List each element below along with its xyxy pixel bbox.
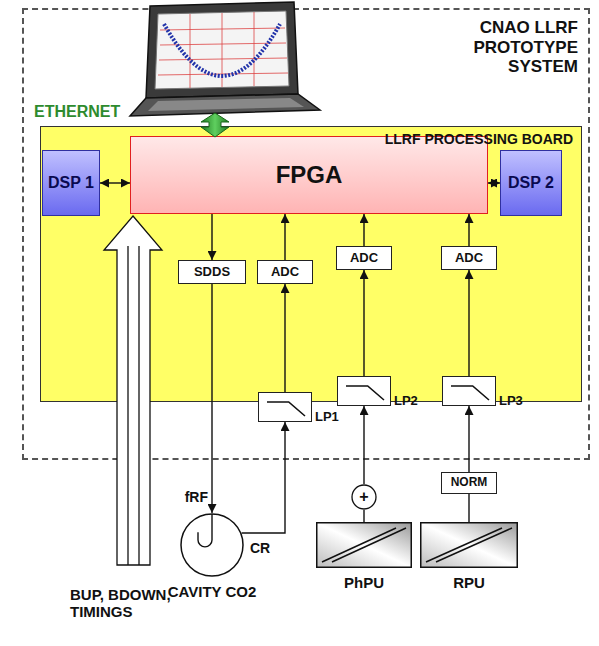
interface-label: ETHERNET bbox=[34, 103, 126, 121]
system-boundary: CNAO LLRF PROTOTYPE SYSTEM LLRF PROCESSIN… bbox=[22, 8, 590, 460]
summing-node: + bbox=[351, 484, 377, 510]
phase-pickup: PhPU bbox=[316, 522, 412, 568]
laptop-illustration bbox=[130, 2, 320, 116]
node-label: RPU bbox=[420, 574, 518, 591]
node-label: + bbox=[359, 488, 368, 506]
node-label: PhPU bbox=[316, 574, 412, 591]
signal-connector bbox=[488, 182, 500, 183]
lowpass-filter-outline bbox=[259, 393, 311, 421]
signal-connector bbox=[211, 214, 212, 260]
lowpass-filter: LP3 bbox=[442, 376, 496, 406]
signal-label: BUP, BDOWN, TIMINGS bbox=[70, 586, 178, 621]
dsp-box: DSP 1 bbox=[42, 150, 100, 216]
signal-connector bbox=[468, 270, 469, 376]
signal-connector bbox=[242, 422, 285, 533]
node-label: CAVITY CO2 bbox=[164, 583, 260, 600]
dsp-box: DSP 2 bbox=[500, 150, 562, 216]
node-label: ADC bbox=[455, 251, 483, 266]
lowpass-filter: LP1 bbox=[258, 392, 312, 422]
signal-connector bbox=[363, 406, 364, 484]
normalizer-box: NORM bbox=[441, 472, 497, 494]
ethernet-arrow bbox=[201, 113, 229, 137]
node-label: FPGA bbox=[276, 161, 343, 189]
node-label: DSP 2 bbox=[508, 174, 554, 192]
signal-connector bbox=[284, 284, 285, 392]
radial-pickup-outline bbox=[420, 522, 518, 568]
node-label: DSP 1 bbox=[48, 174, 94, 192]
radial-pickup: RPU bbox=[420, 522, 518, 568]
cavity-outline bbox=[180, 513, 244, 577]
adc-box: ADC bbox=[336, 246, 392, 270]
signal-connector bbox=[100, 182, 130, 183]
signal-connector bbox=[468, 406, 469, 472]
node-label: ADC bbox=[271, 265, 299, 280]
signal-label: fRF bbox=[168, 489, 208, 505]
processing-board: LLRF PROCESSING BOARD FPGA DSP 1 DSP 2 SDDS A… bbox=[40, 126, 582, 402]
adc-box: ADC bbox=[257, 260, 313, 284]
signal-connector bbox=[363, 214, 364, 246]
signal-connector bbox=[468, 494, 469, 522]
node-label: LP2 bbox=[394, 394, 418, 409]
node-label: NORM bbox=[451, 476, 488, 490]
lowpass-filter-outline bbox=[443, 377, 495, 405]
lowpass-filter-outline bbox=[338, 377, 390, 405]
signal-connector bbox=[211, 284, 212, 513]
cavity: CAVITY CO2 bbox=[180, 513, 244, 577]
signal-connector bbox=[363, 270, 364, 376]
node-label: LP3 bbox=[499, 394, 523, 409]
signal-connector bbox=[284, 214, 285, 260]
sdds-box: SDDS bbox=[178, 260, 246, 284]
node-label: CNAO LLRF PROTOTYPE SYSTEM bbox=[403, 18, 578, 77]
input-bus-arrow bbox=[104, 216, 162, 565]
node-label: LP1 bbox=[315, 410, 339, 425]
node-label: ADC bbox=[350, 251, 378, 266]
phase-pickup-outline bbox=[316, 522, 412, 568]
signal-label: CR bbox=[250, 540, 280, 556]
signal-connector bbox=[468, 214, 469, 246]
node-label: LLRF PROCESSING BOARD bbox=[313, 131, 573, 147]
lowpass-filter: LP2 bbox=[337, 376, 391, 406]
fpga-box: FPGA bbox=[130, 136, 488, 214]
adc-box: ADC bbox=[441, 246, 497, 270]
node-label: SDDS bbox=[194, 265, 230, 280]
signal-connector bbox=[363, 510, 364, 522]
